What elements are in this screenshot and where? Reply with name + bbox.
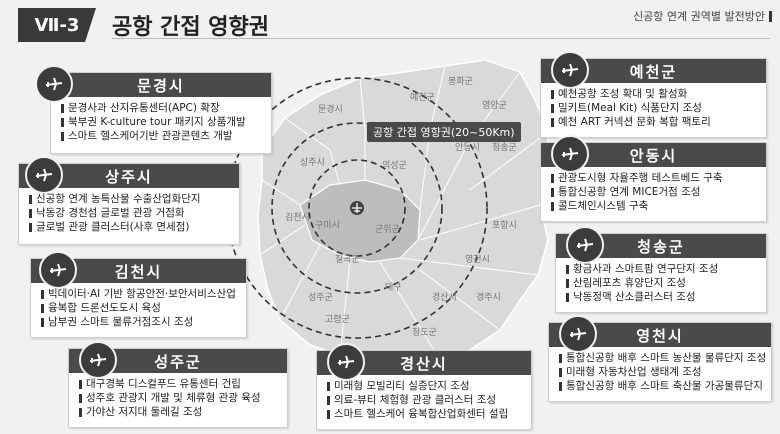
plane-icon	[566, 226, 604, 264]
card-items: 대구경북 디스컬푸드 유통센터 건립 성주호 관광지 개발 및 체류형 관광 육…	[79, 377, 279, 419]
card-item: 스마트 헬스케어 융복합산업화센터 설립	[327, 407, 523, 421]
card-sangju: 상주시 신공항 연계 농특산물 수출산업화단지 낙동강 경천섬 글로벌 관광 거…	[18, 156, 240, 245]
section-badge: Ⅶ-3	[18, 8, 96, 42]
doc-title-bar	[769, 10, 772, 22]
airport-plane-icon	[352, 203, 362, 213]
card-item: 낙동강 경천섬 글로벌 관광 거점화	[29, 206, 231, 220]
plane-icon	[79, 341, 117, 379]
card-item: 신공항 연계 농특산물 수출산업화단지	[29, 192, 231, 206]
region-label: 김천시	[285, 211, 310, 223]
doc-title-text: 신공항 연계 권역별 발전방안	[633, 10, 765, 23]
card-item: 통합신공항 연계 MICE거점 조성	[551, 185, 758, 199]
card-item: 미래형 자동차산업 생태계 조성	[559, 365, 763, 379]
card-item: 밀키트(Meal Kit) 식품단지 조성	[551, 101, 758, 115]
ring-label: 공항 간접 영향권(20~50Km)	[367, 122, 521, 142]
card-gimcheon: 김천시 빅데이터·AI 기반 항공안전·보안서비스산업 융복합 드론선도도시 육…	[30, 251, 247, 338]
region-label: 포항시	[492, 220, 517, 231]
card-item: 의료-뷰티 체험형 관광 클러스터 조성	[327, 393, 523, 407]
card-item: 관광도시형 자율주행 테스트베드 구축	[551, 171, 758, 185]
card-item: 가야산 저지대 둘레길 조성	[79, 405, 279, 419]
region-label: 안동시	[455, 142, 480, 153]
region-label: 경주시	[476, 291, 501, 303]
card-item: 통합신공항 배후 스마트 농산물 물류단지 조성	[559, 351, 766, 365]
card-items: 문경사과 산지유통센터(APC) 확장 북부권 K-culture tour 패…	[61, 101, 263, 143]
plane-icon	[327, 343, 365, 381]
card-item: 통합신공항 배후 스마트 축산물 가공물류단지	[559, 379, 763, 393]
card-items: 신공항 연계 농특산물 수출산업화단지 낙동강 경천섬 글로벌 관광 거점화 글…	[29, 192, 231, 234]
card-andong: 안동시 관광도시형 자율주행 테스트베드 구축 통합신공항 연계 MICE거점 …	[540, 135, 767, 222]
plane-icon	[559, 315, 597, 353]
region-label: 대구	[385, 282, 402, 293]
region-label: 청도군	[412, 327, 437, 338]
region-label: 성주군	[308, 292, 333, 303]
card-items: 예천공항 조성 확대 및 활성화 밀키트(Meal Kit) 식품단지 조성 예…	[551, 87, 758, 129]
plane-icon	[25, 156, 63, 194]
card-mungyeong: 문경시 문경사과 산지유통센터(APC) 확장 북부권 K-culture to…	[35, 65, 272, 154]
card-item: 북부권 K-culture tour 패키지 상품개발	[61, 115, 263, 129]
card-item: 예천 ART 커넥션 문화 복합 팩토리	[551, 115, 758, 129]
region-label: 문경시	[318, 103, 343, 115]
plane-icon	[551, 51, 589, 89]
card-yecheon: 예천군 예천공항 조성 확대 및 활성화 밀키트(Meal Kit) 식품단지 …	[540, 51, 767, 138]
region-label: 의성군	[382, 160, 407, 171]
plane-icon	[551, 135, 589, 173]
region-label: 청송군	[492, 142, 517, 153]
card-items: 미래형 모빌리티 실증단지 조성 의료-뷰티 체험형 관광 클러스터 조성 스마…	[327, 379, 523, 421]
region-label: 예천군	[410, 92, 435, 103]
region-label: 경산시	[432, 291, 457, 303]
card-item: 산림레포츠 휴양단지 조성	[566, 276, 758, 290]
card-yeongcheon: 영천시 통합신공항 배후 스마트 농산물 물류단지 조성 미래형 자동차산업 생…	[548, 315, 772, 402]
region-label: 봉화군	[448, 76, 473, 87]
middle-ring	[271, 122, 443, 294]
region-label: 영천시	[465, 254, 490, 265]
card-item: 대구경북 디스컬푸드 유통센터 건립	[79, 377, 279, 391]
inner-ring	[308, 159, 406, 257]
card-items: 황금사과 스마트팜 연구단지 조성 산림레포츠 휴양단지 조성 낙동정맥 산소클…	[566, 262, 758, 304]
card-title: 문경시	[51, 73, 271, 97]
plane-icon	[39, 251, 77, 289]
card-item: 빅데이터·AI 기반 항공안전·보안서비스산업	[41, 287, 238, 301]
card-item: 글로벌 관광 클러스터(사후 면세점)	[29, 220, 231, 234]
plane-icon	[35, 65, 73, 103]
header-rule	[112, 38, 770, 39]
card-cheongsong: 청송군 황금사과 스마트팜 연구단지 조성 산림레포츠 휴양단지 조성 낙동정맥…	[555, 226, 767, 313]
card-item: 황금사과 스마트팜 연구단지 조성	[566, 262, 758, 276]
card-item: 남부권 스마트 물류거점조시 조성	[41, 315, 238, 329]
region-label: 상주시	[300, 157, 325, 168]
card-item: 낙동정맥 산소클러스터 조성	[566, 290, 758, 304]
region-label: 구미시	[315, 220, 340, 231]
card-items: 관광도시형 자율주행 테스트베드 구축 통합신공항 연계 MICE거점 조성 콜…	[551, 171, 758, 213]
doc-title: 신공항 연계 권역별 발전방안	[633, 8, 772, 24]
region-label: 칠곡군	[335, 254, 360, 265]
region-label: 군위군	[375, 224, 400, 235]
card-item: 융복합 드론선도도시 육성	[41, 301, 238, 315]
region-label: 영양군	[482, 100, 507, 111]
district-lines	[259, 65, 549, 361]
card-item: 문경사과 산지유통센터(APC) 확장	[61, 101, 263, 115]
card-item: 성주호 관광지 개발 및 체류형 관광 육성	[79, 391, 279, 405]
card-item: 예천공항 조성 확대 및 활성화	[551, 87, 758, 101]
card-gyeongsan: 경산시 미래형 모빌리티 실증단지 조성 의료-뷰티 체험형 관광 클러스터 조…	[316, 343, 532, 430]
card-item: 스마트 헬스케어기반 관광콘텐츠 개발	[61, 129, 263, 143]
card-item: 미래형 모빌리티 실증단지 조성	[327, 379, 523, 393]
card-items: 통합신공항 배후 스마트 농산물 물류단지 조성 미래형 자동차산업 생태계 조…	[559, 351, 766, 393]
region-label: 고령군	[325, 313, 350, 325]
outer-ring	[226, 77, 488, 339]
page-title: 공항 간접 영향권	[112, 15, 269, 40]
card-seongju: 성주군 대구경북 디스컬푸드 유통센터 건립 성주호 관광지 개발 및 체류형 …	[68, 341, 288, 428]
card-items: 빅데이터·AI 기반 항공안전·보안서비스산업 융복합 드론선도도시 육성 남부…	[41, 287, 238, 329]
card-item: 콜드체인시스템 구축	[551, 199, 758, 213]
